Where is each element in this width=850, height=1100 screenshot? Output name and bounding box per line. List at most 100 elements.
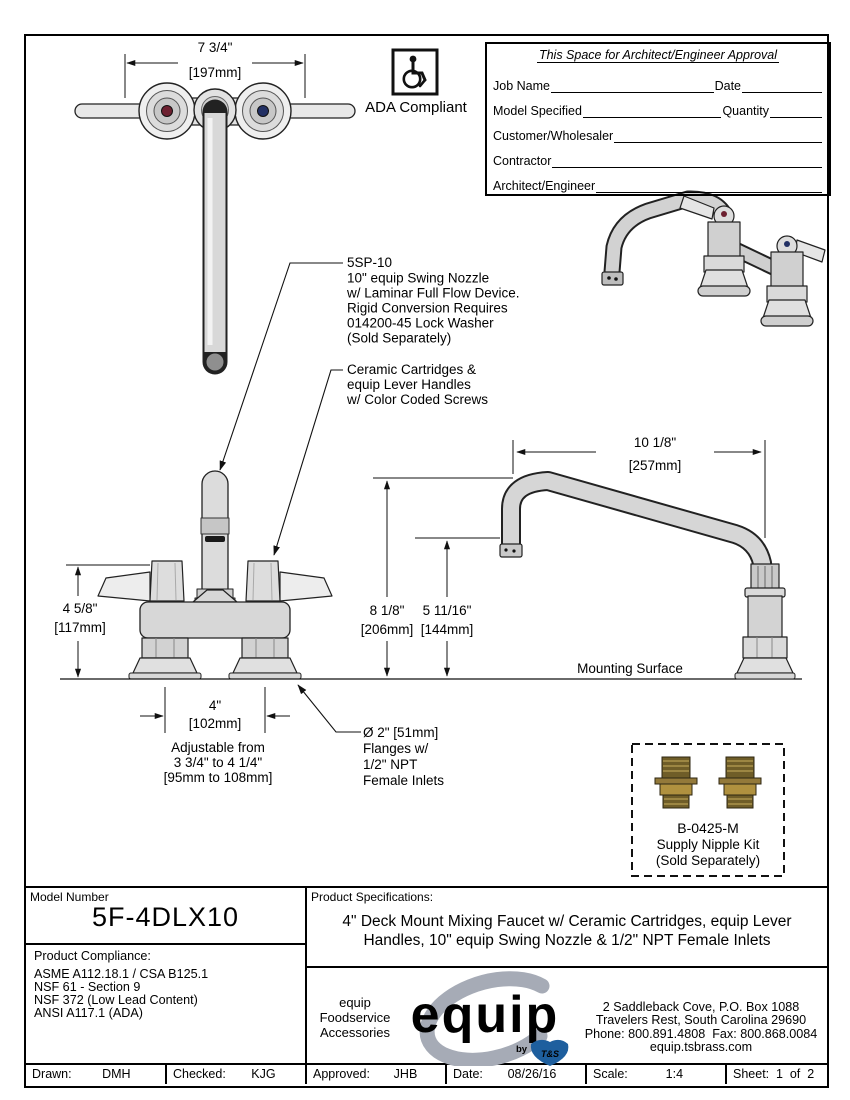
footer-date: Date:08/26/16 <box>453 1067 557 1081</box>
svg-text:3 3/4" to 4 1/4": 3 3/4" to 4 1/4" <box>174 755 263 770</box>
equip-logo: equip by T&S <box>411 971 569 1066</box>
logo-swoosh <box>419 971 550 1066</box>
dim-reach-mm: [257mm] <box>629 458 682 473</box>
model-specified-blank[interactable] <box>582 102 722 118</box>
svg-text:(Sold Separately): (Sold Separately) <box>347 331 451 346</box>
dim-outlet-mm: [144mm] <box>421 622 474 637</box>
svg-text:Ceramic Cartridges &: Ceramic Cartridges & <box>347 362 476 377</box>
approval-row-model: Model Specified Quantity <box>487 93 829 118</box>
dimension-height <box>373 477 513 677</box>
dimension-top-width <box>124 54 306 98</box>
brass-nipple <box>654 756 698 809</box>
dim-reach-in: 10 1/8" <box>634 435 677 450</box>
compliance-list: ASME A112.18.1 / CSA B125.1 NSF 61 - Sec… <box>34 968 208 1020</box>
dimension-outlet-height <box>415 537 500 677</box>
contractor-blank[interactable] <box>552 152 822 168</box>
hot-valve-top <box>138 82 196 140</box>
cold-valve-top <box>234 82 292 140</box>
brass-nipple <box>718 756 762 809</box>
iso-front-valve <box>679 195 751 297</box>
title-block-vertical-rule <box>305 886 307 1065</box>
quantity-blank[interactable] <box>770 102 822 118</box>
dim-body-mm: [117mm] <box>54 620 106 635</box>
date-blank[interactable] <box>742 77 822 93</box>
approval-row-contractor: Contractor <box>487 143 829 168</box>
swing-nozzle-top <box>202 99 228 375</box>
front-view-faucet <box>97 470 333 680</box>
compliance-item: ASME A112.18.1 / CSA B125.1 <box>34 967 209 981</box>
footer-divider <box>725 1065 727 1084</box>
supply-kit-note: (Sold Separately) <box>656 853 760 868</box>
sheet-border <box>24 34 829 1088</box>
dimension-body-height <box>66 564 150 678</box>
footer-divider <box>585 1065 587 1084</box>
plan-view-faucet <box>74 82 356 375</box>
compliance-label: Product Compliance: <box>34 949 151 963</box>
dim-height-in: 8 1/8" <box>370 603 405 618</box>
footer-scale: Scale:1:4 <box>593 1067 684 1081</box>
address-line[interactable]: equip.tsbrass.com <box>649 1040 753 1055</box>
compliance-item: NSF 372 (Low Lead Content) <box>34 993 198 1007</box>
spec-divider-rule <box>305 966 827 968</box>
left-lever-handle <box>74 103 148 119</box>
model-number-label: Model Number <box>30 890 109 904</box>
ts-brass-shield-icon <box>530 1039 569 1066</box>
iso-rear-valve <box>760 235 826 327</box>
isometric-view-faucet <box>601 190 826 327</box>
cold-color-screw <box>257 105 269 117</box>
spec-text: 4" Deck Mount Mixing Faucet w/ Ceramic C… <box>309 912 825 950</box>
footer-drawn: Drawn:DMH <box>32 1067 131 1081</box>
dim-body-in: 4 5/8" <box>63 601 98 616</box>
dim-top-width-in: 7 3/4" <box>198 40 233 55</box>
job-name-label: Job Name <box>493 79 550 93</box>
nozzle-inlet-shank <box>194 470 236 609</box>
svg-text:Rigid Conversion Requires: Rigid Conversion Requires <box>347 301 508 316</box>
contractor-label: Contractor <box>493 154 552 168</box>
footer-top-rule <box>24 1063 827 1065</box>
address-line: Phone: 800.891.4808 Fax: 800.868.0084 <box>584 1026 818 1041</box>
svg-text:Female Inlets: Female Inlets <box>363 773 444 788</box>
footer-sheet: Sheet:1 of 2 <box>733 1067 815 1081</box>
job-name-blank[interactable] <box>550 77 714 93</box>
dim-height-mm: [206mm] <box>361 622 414 637</box>
logo-wordmark: equip <box>411 986 560 1044</box>
compliance-item: NSF 61 - Section 9 <box>34 980 141 994</box>
cartridge-callout-text: Ceramic Cartridges & equip Lever Handles… <box>346 362 488 407</box>
approval-title: This Space for Architect/Engineer Approv… <box>536 48 780 63</box>
svg-text:Ø 2" [51mm]: Ø 2" [51mm] <box>363 725 438 740</box>
dimension-centers <box>140 687 290 733</box>
brand-tagline: equip Foodservice Accessories <box>319 995 391 1040</box>
logo-by: by <box>516 1044 528 1055</box>
quantity-label: Quantity <box>722 104 769 118</box>
approval-row-architect: Architect/Engineer <box>487 168 829 193</box>
approval-row-job: Job Name Date <box>487 68 829 93</box>
svg-text:1/2" NPT: 1/2" NPT <box>363 757 417 772</box>
dim-outlet-in: 5 11/16" <box>423 603 472 618</box>
ada-compliant-label: ADA Compliant <box>365 99 468 116</box>
ada-compliant-icon <box>391 48 439 96</box>
architect-blank[interactable] <box>596 177 822 193</box>
footer-divider <box>445 1065 447 1084</box>
footer-approved: Approved:JHB <box>313 1067 418 1081</box>
model-divider-rule <box>24 943 305 945</box>
technical-drawing: 7 3/4" [197mm] ADA Compliant <box>54 40 826 877</box>
customer-label: Customer/Wholesaler <box>493 129 614 143</box>
nozzle-callout-text: 5SP-10 10" equip Swing Nozzle w/ Laminar… <box>346 255 520 346</box>
svg-text:Adjustable from: Adjustable from <box>171 740 265 755</box>
supply-nipple-kit-box: B-0425-M Supply Nipple Kit (Sold Separat… <box>631 743 785 877</box>
approval-box: This Space for Architect/Engineer Approv… <box>485 42 831 196</box>
nozzle-callout-leader <box>219 262 343 471</box>
right-lever-handle <box>282 103 356 119</box>
footer-checked: Checked:KJG <box>173 1067 276 1081</box>
supply-kit-name: Supply Nipple Kit <box>657 837 760 852</box>
svg-text:5SP-10: 5SP-10 <box>347 255 392 270</box>
ts-brass-initials: T&S <box>541 1049 559 1059</box>
customer-blank[interactable] <box>614 127 822 143</box>
dim-centers-in: 4" <box>209 698 222 713</box>
architect-label: Architect/Engineer <box>493 179 596 193</box>
footer-divider <box>165 1065 167 1084</box>
dimension-reach <box>512 440 766 538</box>
cartridge-callout-leader <box>273 369 343 556</box>
model-number: 5F-4DLX10 <box>91 902 240 932</box>
supply-kit-model: B-0425-M <box>677 820 738 836</box>
